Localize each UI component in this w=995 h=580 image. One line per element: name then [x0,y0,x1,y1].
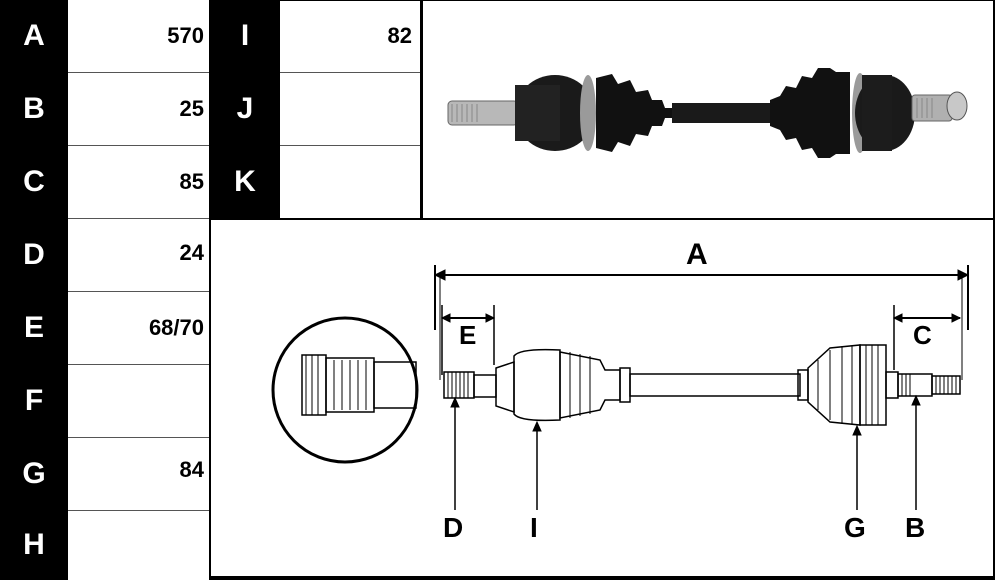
divider [993,0,995,580]
row-label-e: E [0,291,68,364]
row-label-h: H [0,510,68,580]
row-label-k: K [210,145,280,218]
divider [68,437,210,438]
divider [68,510,210,511]
row-label-a: A [0,0,68,72]
divider [210,576,995,580]
divider [420,0,423,218]
row-value-j [280,72,420,145]
row-value-k [280,145,420,218]
row-value-h [68,510,210,580]
divider [280,145,420,146]
dimension-label-e: E [459,320,477,350]
row-label-b: B [0,72,68,145]
drive-shaft-photo [447,68,968,158]
drive-shaft-diagram [271,265,970,510]
divider [68,145,210,146]
row-value-c: 85 [68,145,210,218]
pointer-label-g: G [844,512,866,543]
row-value-a: 570 [68,0,210,72]
row-label-i: I [210,0,280,72]
pointer-label-d: D [443,512,464,543]
row-value-g: 84 [68,437,210,510]
row-value-f [68,364,210,437]
dimension-label-a: A [686,238,708,271]
row-value-i: 82 [280,0,420,72]
divider [209,0,211,580]
row-label-f: F [0,364,68,437]
divider [68,364,210,365]
divider [210,218,995,220]
row-label-c: C [0,145,68,218]
divider [210,0,995,1]
divider [68,72,210,73]
row-label-j: J [210,72,280,145]
pointer-label-i: I [530,512,538,543]
row-value-b: 25 [68,72,210,145]
row-label-g: G [0,437,68,510]
divider [280,72,420,73]
row-label-d: D [0,218,68,291]
divider [68,218,210,219]
pointer-label-b: B [905,512,926,543]
row-value-e: 68/70 [68,291,210,364]
divider [68,291,210,292]
row-value-d: 24 [68,218,210,291]
dimension-label-c: C [913,320,932,350]
